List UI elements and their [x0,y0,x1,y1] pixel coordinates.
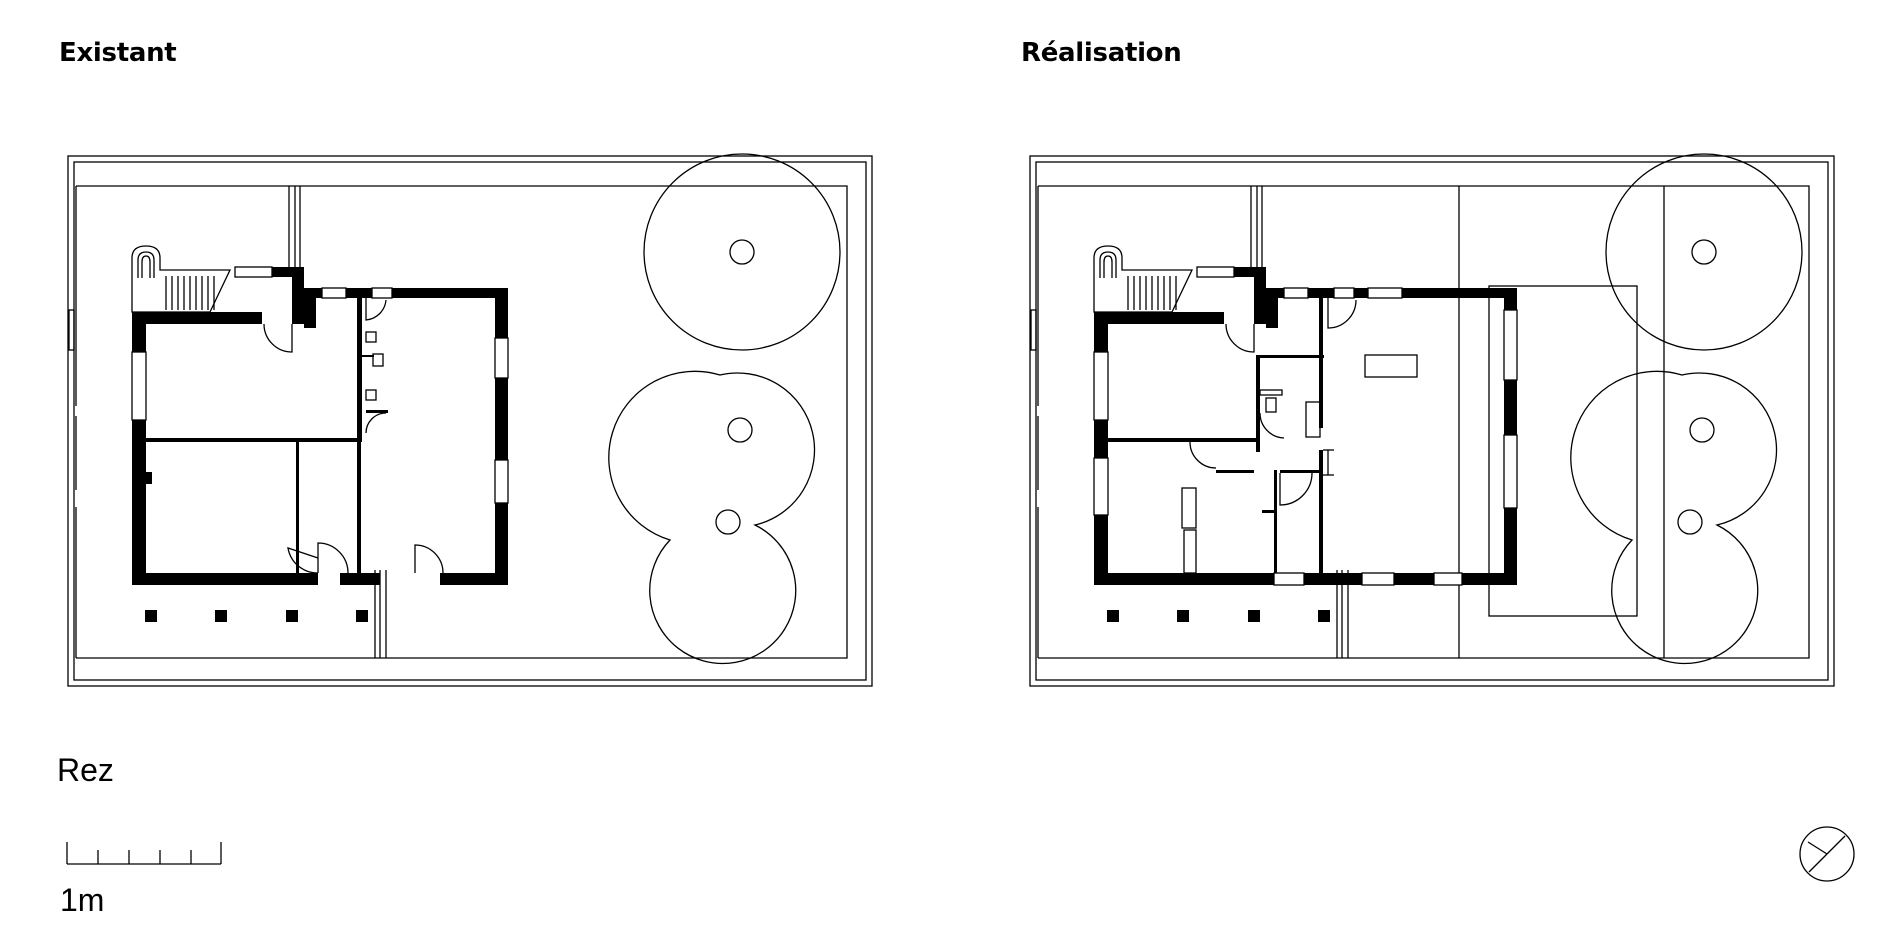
openings [131,266,509,574]
scale-bar-icon [66,842,222,865]
pool [1488,285,1638,617]
trees [1570,153,1803,665]
level-label: Rez [57,752,114,788]
walls [1094,267,1517,585]
site-boundary [67,155,873,687]
north-arrow-icon [1799,826,1855,882]
stair [1093,245,1194,313]
walls [132,267,508,585]
title-realisation: Réalisation [1021,38,1182,68]
site-boundary [1029,155,1835,687]
title-existant: Existant [59,38,177,68]
floor-plan-existant [67,153,873,687]
columns [1107,610,1330,622]
openings [1093,266,1518,586]
stair [131,245,232,313]
trees [608,153,841,665]
columns [145,610,368,622]
floor-plan-realisation [1029,153,1835,687]
scale-label: 1m [60,882,105,918]
